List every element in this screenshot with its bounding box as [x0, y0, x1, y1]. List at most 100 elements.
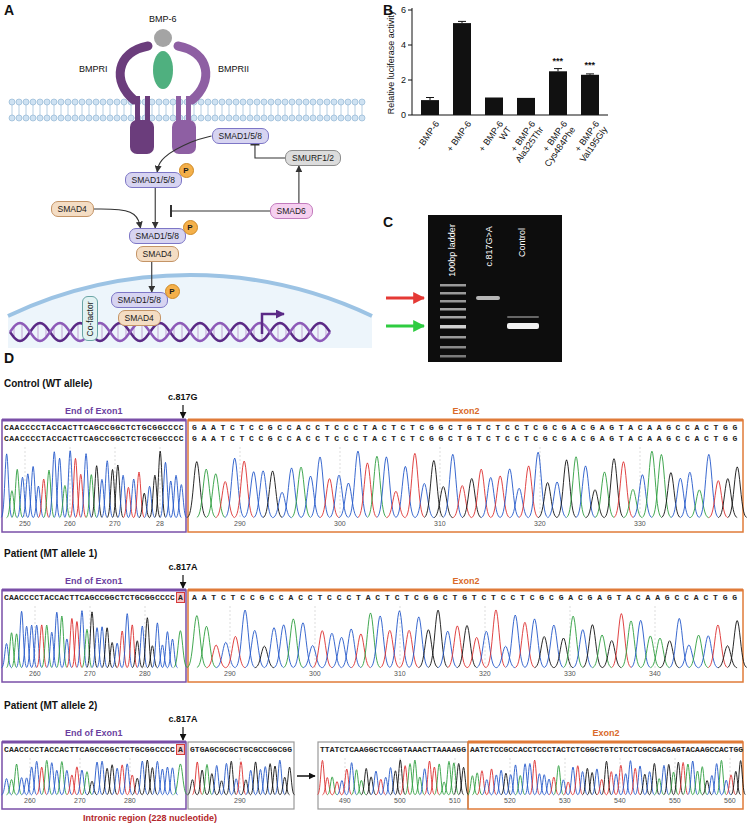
node-text: SMAD4	[58, 204, 87, 214]
cell-membrane	[114, 115, 120, 121]
chromatogram-trace	[197, 469, 216, 517]
chromatogram-trace	[380, 630, 399, 667]
cell-membrane	[303, 115, 309, 121]
gel-image	[440, 346, 466, 349]
chromatogram-trace	[586, 490, 605, 518]
cell-membrane	[334, 105, 335, 115]
chromatogram-trace	[174, 631, 187, 668]
chromatogram-trace	[188, 780, 198, 795]
chromatogram-trace	[718, 646, 737, 668]
bar-chart	[581, 75, 599, 115]
cell-membrane	[219, 115, 225, 121]
bar-chart	[412, 8, 413, 115]
cell-membrane	[117, 105, 118, 115]
tick-label: 2	[401, 75, 406, 86]
cell-membrane	[86, 115, 92, 121]
chromatogram-trace	[264, 628, 283, 668]
cell-membrane	[16, 99, 22, 105]
gel-image	[440, 300, 466, 303]
inhibition-line	[255, 144, 285, 158]
exon-label: Exon2	[453, 406, 480, 417]
node-text: P	[180, 164, 193, 177]
cell-membrane	[352, 99, 358, 105]
ligand-label: BMP-6	[149, 14, 177, 25]
chromatogram-trace	[576, 466, 595, 518]
cell-membrane	[233, 115, 239, 121]
transcription-arrow	[262, 314, 284, 334]
cell-membrane	[324, 115, 330, 121]
receptor-complex	[186, 96, 191, 122]
chromatogram-trace	[274, 625, 293, 668]
chromatogram-trace	[633, 475, 652, 518]
chromatogram-trace	[236, 610, 255, 667]
cell-membrane	[324, 99, 330, 105]
cell-membrane	[156, 115, 162, 121]
chromatogram-trace	[709, 481, 728, 518]
node-text: Co-factor	[85, 301, 95, 336]
node-text: SMAD4	[143, 249, 172, 259]
chromatogram-trace	[525, 619, 544, 668]
axis-number: 510	[449, 797, 461, 805]
cell-membrane	[198, 115, 204, 121]
dna-helix	[197, 323, 198, 340]
bar-chart	[408, 10, 412, 115]
chromatogram-trace	[650, 638, 669, 668]
cell-membrane	[51, 115, 57, 121]
pointer-arrow	[182, 727, 183, 740]
chromatogram-trace	[174, 764, 187, 795]
cell-membrane	[131, 105, 132, 115]
cell-membrane	[79, 115, 85, 121]
exon-label: Exon2	[593, 728, 620, 739]
node-text: SMAD1/5/8	[132, 175, 175, 185]
cell-membrane	[121, 99, 127, 105]
chromatogram-trace	[82, 772, 92, 795]
dna-helix	[157, 323, 158, 340]
cell-membrane	[289, 115, 295, 121]
exon-label: End of Exon1	[65, 728, 123, 739]
nucleus	[8, 275, 372, 348]
chromatogram-trace	[671, 478, 690, 517]
bar-chart	[517, 98, 535, 115]
sequence-text: CAACCCCTACCACTTCAGCCGGCTCTGCGGCCCC	[4, 423, 184, 432]
exon-box	[188, 420, 743, 532]
cell-membrane	[219, 99, 225, 105]
gel-image	[428, 215, 562, 362]
cell-membrane	[338, 115, 344, 121]
exon-box	[2, 590, 186, 682]
bar-chart	[485, 98, 503, 116]
chromatogram-trace	[254, 471, 273, 518]
cell-membrane	[89, 105, 90, 115]
chromatogram-trace	[187, 451, 746, 518]
axis-number: 270	[74, 797, 86, 805]
axis-number: 530	[559, 797, 571, 805]
chromatogram-trace	[7, 780, 17, 795]
cell-membrane	[222, 105, 223, 115]
chromatogram-trace	[708, 625, 727, 668]
cell-membrane	[275, 99, 281, 105]
chromatogram-trace	[225, 458, 244, 517]
chromatogram-trace	[529, 452, 548, 517]
panel-letter: D	[4, 350, 14, 367]
cell-membrane	[198, 99, 204, 105]
dna-helix	[77, 323, 78, 340]
variant-label: c.817A	[169, 562, 198, 573]
nucleus	[8, 275, 372, 316]
cell-membrane	[292, 105, 293, 115]
node-text: SMAD1/5/8	[219, 131, 262, 141]
chromatogram-trace	[285, 767, 295, 795]
chromatogram-trace	[54, 458, 64, 517]
chromatogram-trace	[357, 780, 367, 794]
gel-image	[507, 316, 539, 318]
cell-membrane	[310, 99, 316, 105]
chromatogram-trace	[631, 620, 650, 667]
cell-membrane	[275, 115, 281, 121]
exon-box	[2, 741, 186, 744]
cell-membrane	[12, 105, 13, 115]
sequence-text: GAATCTCCGCCACCTCCCTACTCTCGGCTGTCTCCTCGCG…	[192, 423, 742, 432]
chromatogram-trace	[352, 770, 362, 795]
chromatogram-trace	[318, 760, 328, 794]
chromatogram-trace	[339, 483, 358, 518]
tick-label: 0	[401, 110, 406, 121]
dna-helix	[101, 323, 102, 340]
chromatogram-trace	[434, 487, 453, 518]
